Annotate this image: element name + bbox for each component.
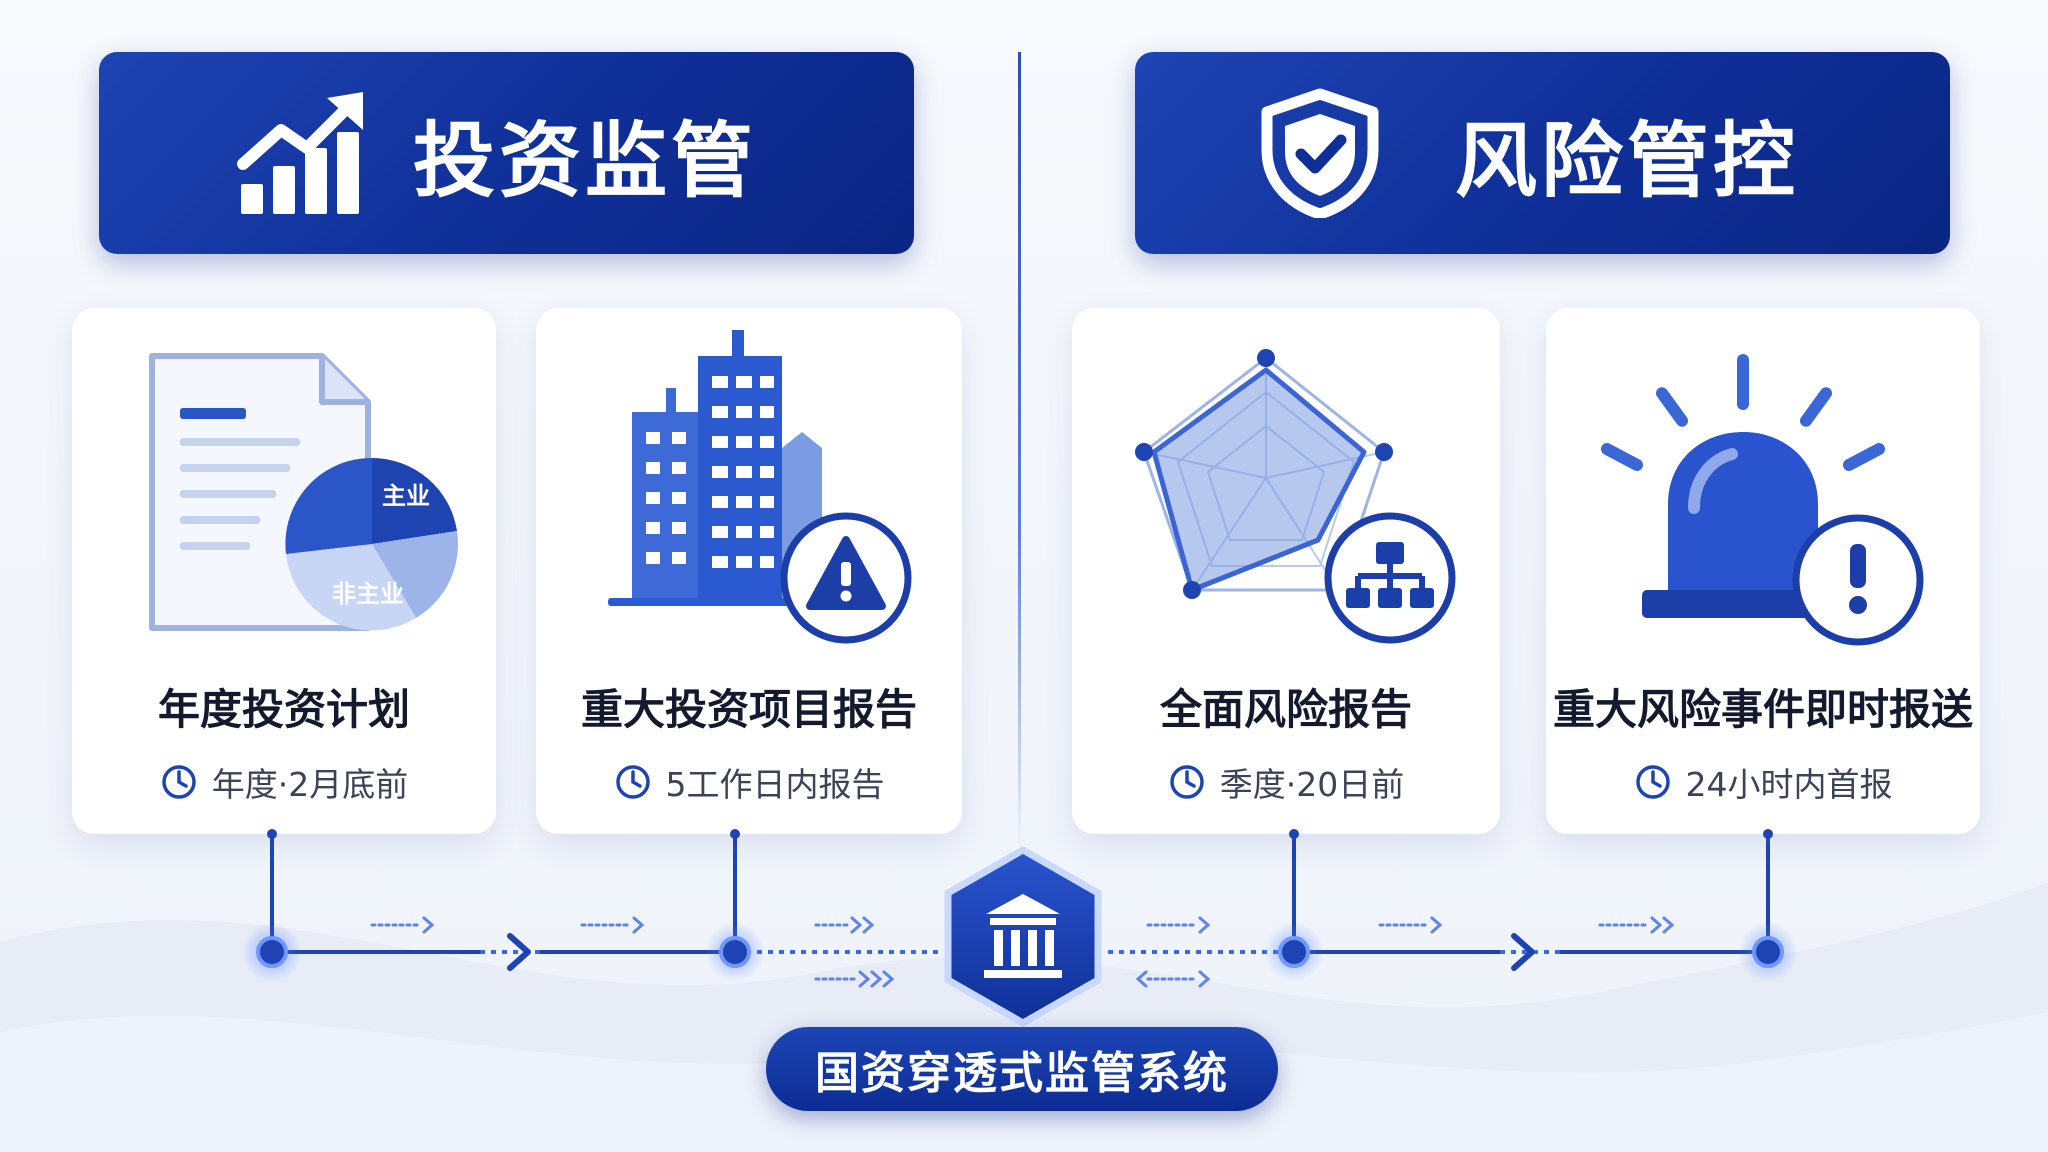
card-major-risk-event-report: 重大风险事件即时报送 24小时内首报 [1546,308,1980,834]
pie-label-main: 主业 [382,482,430,510]
card-title: 年度投资计划 [157,685,410,734]
card-deadline-text: 年度·2月底前 [211,765,409,804]
card-major-investment-report: 重大投资项目报告 5工作日内报告 [536,308,962,834]
card-deadline: 5工作日内报告 [536,758,962,806]
card-deadline-text: 季度·20日前 [1219,765,1405,804]
card-title: 重大风险事件即时报送 [1552,685,1973,734]
growth-chart-icon [237,92,363,214]
clock-icon [1170,765,1204,799]
card-comprehensive-risk-report: 全面风险报告 季度·20日前 [1072,308,1500,834]
buildings-warning-icon [608,330,912,644]
card-annual-investment-plan: 主业 非主业 年度投资计划 年度·2月底前 [72,308,496,834]
card-title: 全面风险报告 [1159,685,1412,734]
clock-icon [615,765,650,799]
clock-icon [162,765,196,799]
left-banner-title: 投资监管 [413,113,758,209]
risk-control-banner: 风险管控 [1135,52,1950,254]
radar-hierarchy-icon [1135,349,1456,644]
card-deadline: 季度·20日前 [1072,758,1500,806]
right-banner-title: 风险管控 [1455,113,1800,209]
investment-supervision-banner: 投资监管 [99,52,914,254]
center-system-label: 国资穿透式监管系统 [766,1027,1278,1111]
shield-check-icon [1261,88,1379,218]
card-deadline-text: 5工作日内报告 [665,765,885,804]
card-title: 重大投资项目报告 [580,685,917,734]
card-deadline-text: 24小时内首报 [1685,765,1893,804]
document-pie-icon: 主业 非主业 [149,353,459,631]
card-deadline: 24小时内首报 [1546,758,1980,806]
clock-icon [1635,765,1670,799]
card-deadline: 年度·2月底前 [72,758,496,806]
alarm-siren-icon [1600,354,1924,646]
center-divider [1018,52,1021,852]
pie-label-non-main: 非主业 [332,580,404,608]
